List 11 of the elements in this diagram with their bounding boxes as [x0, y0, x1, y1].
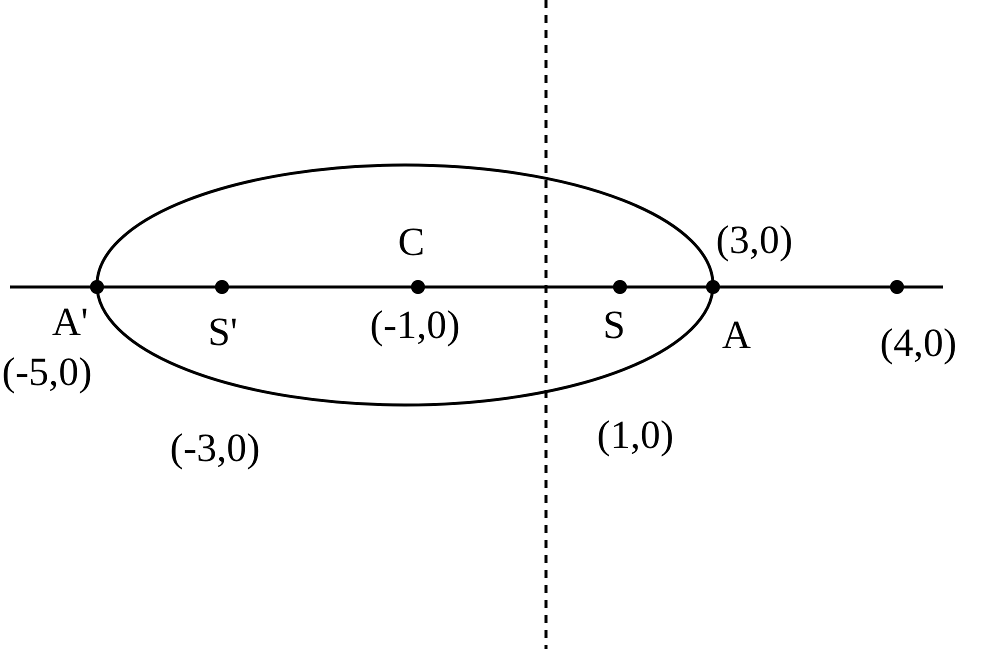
point-label: (-3,0)	[170, 426, 260, 470]
point-label: A	[722, 313, 751, 357]
point-label: S'	[208, 310, 238, 354]
point-label: (-5,0)	[2, 350, 92, 394]
point-label: (3,0)	[716, 218, 793, 262]
point-label: C	[398, 220, 425, 264]
point-label: (4,0)	[880, 321, 957, 365]
point-label: (1,0)	[597, 413, 674, 457]
point-label: A'	[52, 300, 88, 344]
point-label: S	[603, 303, 626, 347]
point-label: (-1,0)	[370, 303, 460, 347]
